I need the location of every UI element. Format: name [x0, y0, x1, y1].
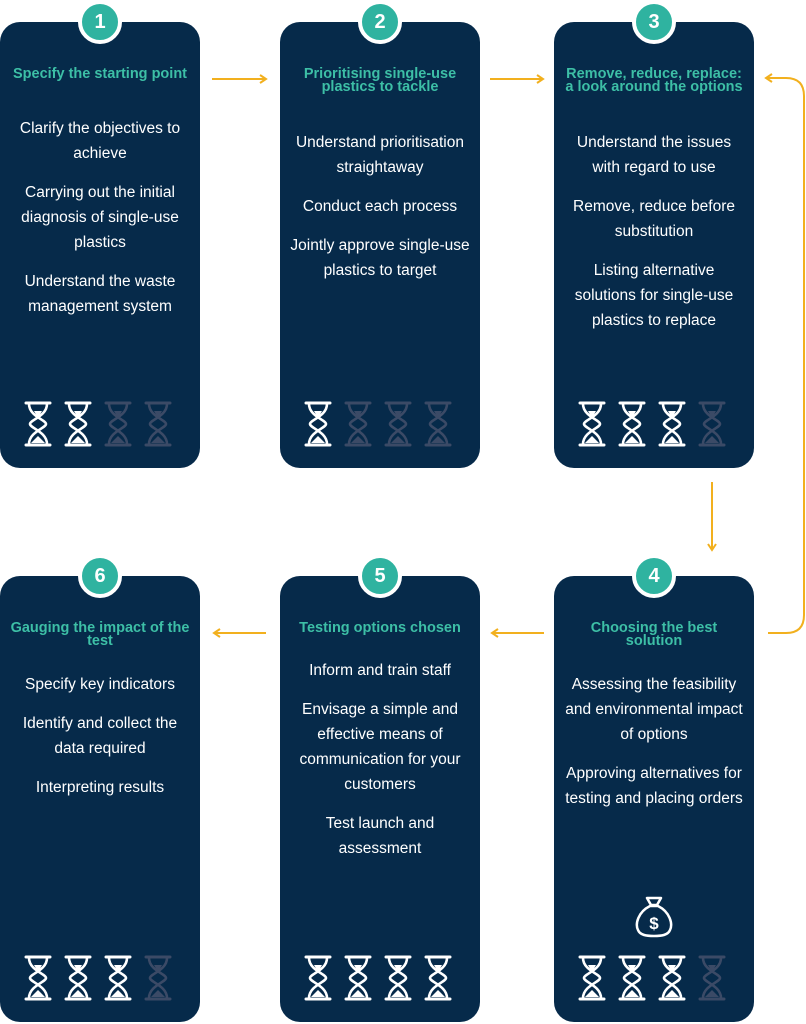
hourglass-rating [578, 400, 726, 448]
step-title: Testing options chosen [299, 620, 461, 636]
hourglass-icon [64, 400, 92, 448]
step-card-4: 4 Choosing the best solution Assessing t… [554, 554, 754, 1022]
hourglass-icon [384, 954, 412, 1002]
hourglass-icon [424, 954, 452, 1002]
step-item: Jointly approve single-use plastics to t… [290, 237, 470, 279]
step-number-badge: 1 [78, 0, 122, 44]
step-card-1: 1 Specify the starting point Clarify the… [0, 0, 200, 468]
step-item: Clarify the objectives to achieve [19, 120, 181, 162]
step-card-6: 6 Gauging the impact of the test Specify… [0, 554, 200, 1022]
hourglass-icon [24, 400, 52, 448]
step-number-badge: 2 [358, 0, 402, 44]
step-title: Choosing the best solution [590, 620, 718, 649]
svg-text:$: $ [649, 914, 659, 933]
step-number-badge: 5 [358, 554, 402, 598]
step-title: Remove, reduce, replace: a look around t… [565, 66, 743, 95]
step-number-badge: 4 [632, 554, 676, 598]
hourglass-icon [64, 954, 92, 1002]
step-item: Understand the issues with regard to use [576, 134, 732, 176]
hourglass-icon [698, 954, 726, 1002]
hourglass-icon [618, 400, 646, 448]
step-card-3: 3 Remove, reduce, replace: a look around… [554, 0, 754, 468]
step-item: Approving alternatives for testing and p… [565, 765, 743, 807]
hourglass-rating [304, 400, 452, 448]
loop-arrow-icon [764, 73, 805, 634]
step-title: Prioritising single-use plastics to tack… [303, 66, 457, 95]
hourglass-icon [344, 400, 372, 448]
hourglass-icon [658, 400, 686, 448]
hourglass-icon [618, 954, 646, 1002]
step-item: Interpreting results [35, 779, 165, 796]
step-title: Specify the starting point [12, 66, 187, 82]
step-item: Conduct each process [302, 198, 458, 215]
hourglass-icon [384, 400, 412, 448]
step-item: Envisage a simple and effective means of… [299, 701, 461, 793]
hourglass-rating [578, 954, 726, 1002]
hourglass-rating [304, 954, 452, 1002]
step-item: Specify key indicators [25, 676, 175, 693]
hourglass-icon [144, 400, 172, 448]
hourglass-icon [578, 954, 606, 1002]
step-number-badge: 3 [632, 0, 676, 44]
money-bag-icon: $ [635, 896, 673, 938]
step-card-2: 2 Prioritising single-use plastics to ta… [280, 0, 480, 468]
step-item: Understand the waste management system [24, 273, 176, 315]
hourglass-icon [104, 400, 132, 448]
step-item: Identify and collect the data required [22, 715, 178, 757]
hourglass-icon [344, 954, 372, 1002]
step-item: Carrying out the initial diagnosis of si… [21, 184, 179, 251]
hourglass-rating [24, 954, 172, 1002]
step-item: Remove, reduce before substitution [573, 198, 735, 240]
hourglass-icon [24, 954, 52, 1002]
hourglass-icon [304, 954, 332, 1002]
hourglass-icon [698, 400, 726, 448]
hourglass-icon [104, 954, 132, 1002]
step-item: Listing alternative solutions for single… [574, 262, 734, 329]
step-number-badge: 6 [78, 554, 122, 598]
step-card-5: 5 Testing options chosen Inform and trai… [280, 554, 480, 1022]
hourglass-icon [144, 954, 172, 1002]
step-item: Test launch and assessment [325, 815, 435, 857]
step-item: Understand prioritisation straightaway [295, 134, 464, 176]
hourglass-icon [304, 400, 332, 448]
hourglass-icon [578, 400, 606, 448]
step-title: Gauging the impact of the test [10, 620, 190, 649]
hourglass-icon [658, 954, 686, 1002]
hourglass-icon [424, 400, 452, 448]
hourglass-rating [24, 400, 172, 448]
step-item: Inform and train staff [309, 662, 451, 679]
step-item: Assessing the feasibility and environmen… [565, 676, 743, 743]
